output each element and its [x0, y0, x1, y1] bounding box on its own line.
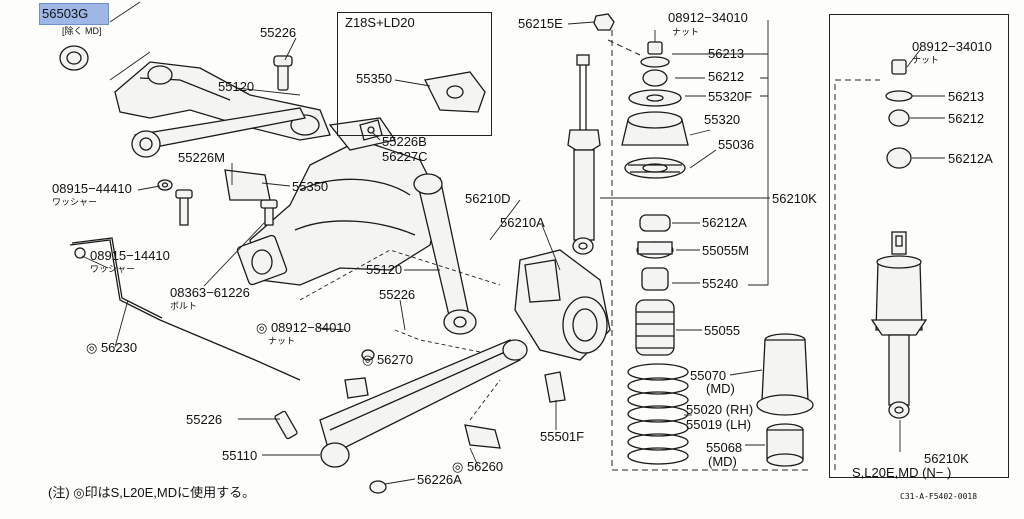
coil-spring-drawing: [627, 363, 689, 465]
label-55501F[interactable]: 55501F: [540, 429, 585, 444]
label-55055[interactable]: 55055: [704, 323, 741, 338]
inset-frame-z18s-ld20: [337, 12, 492, 136]
label-r-56210K-note: S,L20E,MD (N− ): [852, 465, 952, 480]
label-55068[interactable]: 55068: [706, 440, 743, 455]
label-08915-44410[interactable]: 08915−44410: [52, 181, 132, 196]
label-56215E[interactable]: 56215E: [518, 16, 563, 31]
bump-stop-55068-drawing: [766, 423, 804, 467]
bump-stop-55070-drawing: [756, 333, 814, 416]
figure-code: C31-A-F5402-0018: [900, 492, 978, 501]
suspension-member-drawing: [274, 339, 528, 494]
label-08363-61226[interactable]: 08363−61226: [170, 285, 250, 300]
label-56230[interactable]: ◎ 56230: [86, 340, 138, 355]
label-nut-1: ナット: [268, 336, 296, 346]
label-washer-2: ワッシャー: [90, 264, 136, 274]
label-55226M[interactable]: 55226M: [178, 150, 225, 165]
label-r-56210K[interactable]: 56210K: [924, 451, 969, 466]
label-r-08912-34010[interactable]: 08912−34010: [912, 39, 992, 54]
label-56212A[interactable]: 56212A: [702, 215, 747, 230]
label-56210A[interactable]: 56210A: [500, 215, 545, 230]
label-56213[interactable]: 56213: [708, 46, 745, 61]
bump-bracket-drawing: [544, 371, 566, 403]
label-55240[interactable]: 55240: [702, 276, 739, 291]
label-55226B[interactable]: 55226B: [382, 134, 427, 149]
lower-link-drawing: [413, 173, 477, 335]
label-note-md: [除く MD]: [62, 26, 102, 36]
label-55036[interactable]: 55036: [718, 137, 755, 152]
label-washer-1: ワッシャー: [52, 197, 98, 207]
label-56260[interactable]: ◎ 56260: [452, 459, 504, 474]
label-55226-c[interactable]: 55226: [186, 412, 223, 427]
right-shock-drawing: [870, 59, 928, 419]
label-r-56212[interactable]: 56212: [948, 111, 985, 126]
label-08912-84010[interactable]: ◎ 08912−84010: [256, 320, 351, 335]
mount-bushing-drawing: [59, 45, 89, 71]
label-55070[interactable]: 55070: [690, 368, 727, 383]
label-55120-top[interactable]: 55120: [218, 79, 255, 94]
right-variant-frame: [829, 14, 1009, 478]
box-bracket-drawing: [424, 71, 486, 113]
label-56226A[interactable]: 56226A: [417, 472, 462, 487]
washers-bolts-drawing: [157, 55, 293, 226]
highlighted-part-56503G[interactable]: 56503G: [39, 3, 109, 25]
label-55110[interactable]: 55110: [222, 448, 258, 463]
stabilizer-bar-drawing: [69, 237, 301, 381]
center-stack-drawing: [621, 41, 689, 356]
label-nut-2: ナット: [672, 27, 700, 37]
label-56212[interactable]: 56212: [708, 69, 745, 84]
side-flange-drawing: [514, 249, 611, 361]
shock-absorber-drawing: [567, 54, 601, 255]
label-55226-a[interactable]: 55226: [260, 25, 297, 40]
label-55120-mid[interactable]: 55120: [366, 262, 403, 277]
label-55226-b[interactable]: 55226: [379, 287, 416, 302]
label-box-title: Z18S+LD20: [345, 15, 415, 30]
label-55350-main[interactable]: 55350: [292, 179, 329, 194]
label-55350-box[interactable]: 55350: [356, 71, 393, 86]
label-08915-14410[interactable]: 08915−14410: [90, 248, 170, 263]
label-55068-md: (MD): [708, 454, 737, 469]
footnote: (注) ◎印はS,L20E,MDに使用する。: [48, 485, 256, 500]
label-56210K[interactable]: 56210K: [772, 191, 817, 206]
upper-link-drawing: [131, 107, 306, 158]
label-r-56212A[interactable]: 56212A: [948, 151, 993, 166]
label-55320F[interactable]: 55320F: [708, 89, 753, 104]
label-55320[interactable]: 55320: [704, 112, 741, 127]
label-55019[interactable]: 55019 (LH): [686, 417, 752, 432]
label-55070-md: (MD): [706, 381, 735, 396]
label-08912-34010[interactable]: 08912−34010: [668, 10, 748, 25]
label-bolt: ボルト: [170, 301, 198, 311]
label-55020[interactable]: 55020 (RH): [686, 402, 754, 417]
label-56210D[interactable]: 56210D: [465, 191, 511, 206]
nut-56215E-drawing: [593, 13, 615, 31]
label-56270[interactable]: ◎ 56270: [362, 352, 414, 367]
label-55055M[interactable]: 55055M: [702, 243, 749, 258]
label-56227C[interactable]: 56227C: [382, 149, 428, 164]
label-r-nut: ナット: [912, 55, 940, 65]
label-r-56213[interactable]: 56213: [948, 89, 985, 104]
